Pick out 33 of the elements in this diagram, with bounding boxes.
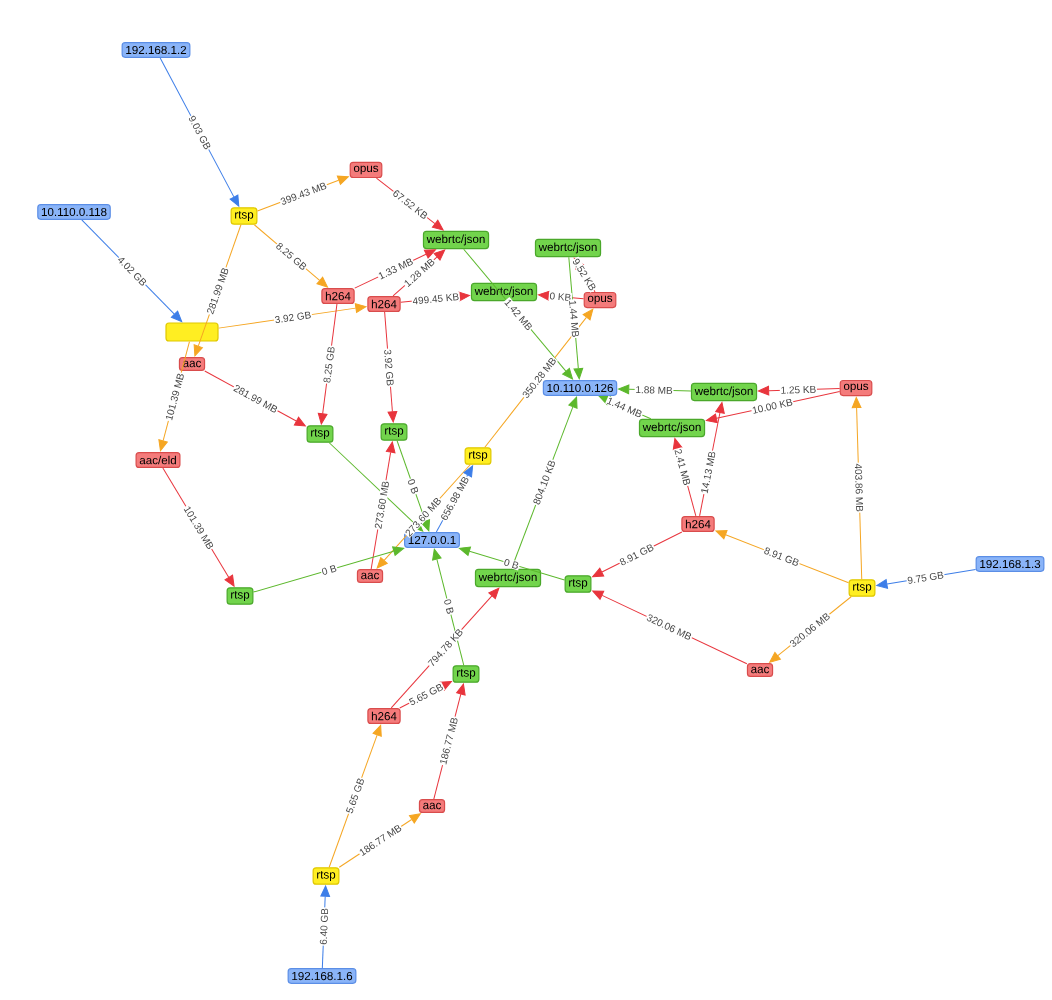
arrow [317,303,338,425]
arrow [715,530,850,584]
arrow [459,546,566,581]
arrow [568,256,584,380]
arrow [396,440,431,532]
arrow [390,587,500,709]
arrow [699,402,725,517]
arrow [618,384,692,395]
arrow [204,370,306,427]
arrow [376,464,471,569]
arrow [463,248,574,380]
arrow [328,724,382,868]
arrow [253,224,329,288]
arrow [484,308,594,448]
arrow [338,813,421,868]
arrow [384,311,398,423]
arrow [392,249,446,297]
arrow [592,531,683,578]
arrow [672,437,697,517]
arrow [876,569,977,589]
arrow [252,546,405,593]
arrow [159,57,240,207]
arrow [537,290,585,301]
arrow [320,885,331,969]
arrow [354,249,436,289]
arrow [218,303,367,329]
empty-box [165,322,219,342]
arrow [705,391,841,424]
arrow [81,219,183,322]
arrow [375,177,444,231]
arrow [162,467,235,587]
arrow [435,465,474,533]
arrow [432,548,465,666]
